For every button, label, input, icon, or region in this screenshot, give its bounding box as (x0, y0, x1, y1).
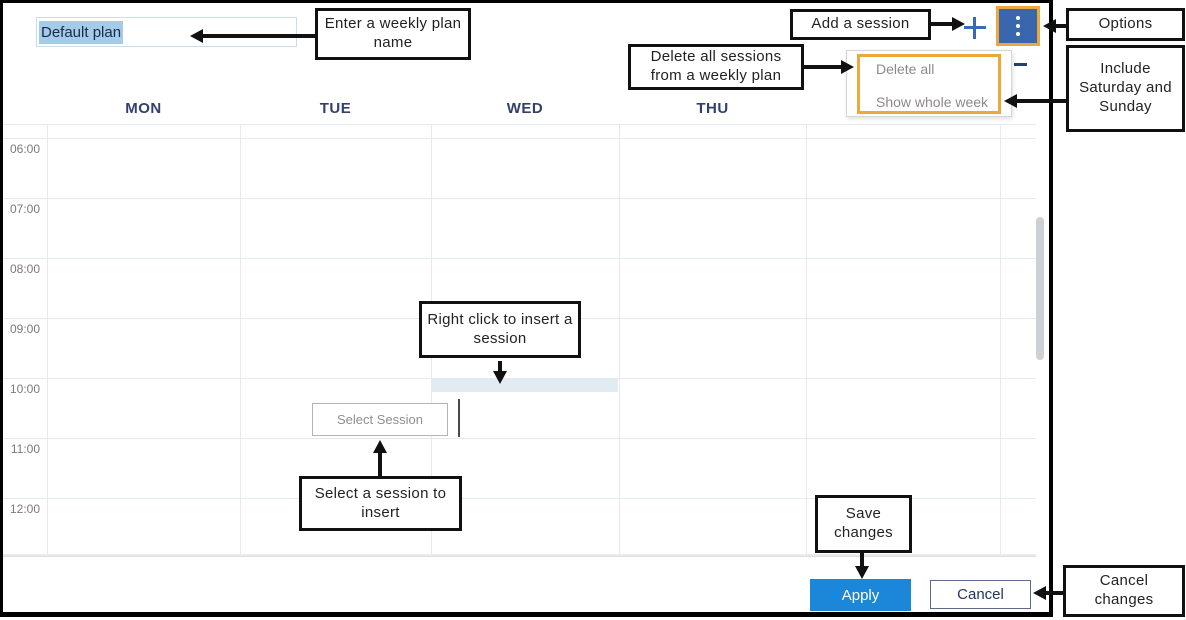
grid-line (1000, 124, 1001, 557)
options-menu: Delete all Show whole week (846, 50, 1012, 117)
callout-options: Options (1066, 8, 1185, 41)
grid-line (619, 124, 620, 557)
grid-line (3, 198, 1036, 199)
vertical-ellipsis-icon (1016, 32, 1020, 36)
plan-name-selected-text: Default plan (39, 20, 124, 44)
arrow-to-show-whole-week (1004, 94, 1066, 108)
callout-cancel: Cancel changes (1063, 565, 1185, 617)
callout-right-click: Right click to insert a session (419, 301, 581, 358)
callout-include-weekend: Include Saturday and Sunday (1066, 45, 1185, 132)
grid-bottom-edge (3, 554, 1036, 557)
arrow-to-session-combo (373, 440, 387, 476)
vertical-ellipsis-icon (1016, 16, 1020, 20)
day-header-mon: MON (125, 100, 162, 117)
callout-delete-all: Delete all sessions from a weekly plan (628, 44, 804, 90)
time-label: 06:00 (9, 142, 40, 156)
arrow-to-plan-input (190, 29, 315, 43)
time-label: 07:00 (9, 202, 40, 216)
minus-icon[interactable] (1014, 63, 1027, 66)
callout-select-session: Select a session to insert (299, 476, 462, 531)
arrow-to-time-slot (493, 361, 507, 384)
selected-time-slot[interactable] (432, 379, 618, 392)
time-label: 08:00 (9, 262, 40, 276)
grid-line (3, 124, 1036, 125)
apply-button[interactable]: Apply (810, 579, 911, 611)
callout-plan-name: Enter a weekly plan name (315, 8, 471, 60)
arrow-to-apply (855, 553, 869, 579)
callout-save: Save changes (815, 495, 912, 553)
arrow-to-delete-all (804, 60, 854, 74)
callout-add-session: Add a session (790, 9, 931, 40)
time-label: 12:00 (9, 502, 40, 516)
add-session-icon[interactable] (962, 15, 988, 41)
menu-item-show-whole-week[interactable]: Show whole week (876, 94, 989, 110)
grid-line (3, 498, 1036, 499)
vertical-scrollbar[interactable] (1036, 217, 1044, 360)
cancel-button[interactable]: Cancel (930, 580, 1031, 609)
vertical-ellipsis-icon (1016, 24, 1020, 28)
grid-line (47, 124, 48, 557)
grid-line (3, 258, 1036, 259)
time-label: 09:00 (9, 322, 40, 336)
time-label: 11:00 (10, 442, 40, 456)
plan-name-input[interactable]: Default plan (36, 17, 297, 47)
grid-line (3, 378, 1036, 379)
time-label: 10:00 (9, 382, 40, 396)
arrow-to-add-icon (931, 17, 965, 31)
menu-item-delete-all[interactable]: Delete all (876, 61, 935, 77)
day-header-tue: TUE (319, 100, 352, 117)
arrow-to-cancel (1033, 586, 1063, 600)
arrow-to-options-button (1043, 19, 1066, 33)
day-header-wed: WED (506, 100, 544, 117)
day-header-thu: THU (696, 100, 729, 117)
grid-line (3, 138, 1036, 139)
select-session-dropdown[interactable]: Select Session (312, 403, 448, 436)
grid-line (240, 124, 241, 557)
session-block-edge (458, 399, 460, 437)
options-button[interactable] (996, 6, 1040, 46)
grid-line (3, 438, 1036, 439)
grid-line (806, 124, 807, 557)
